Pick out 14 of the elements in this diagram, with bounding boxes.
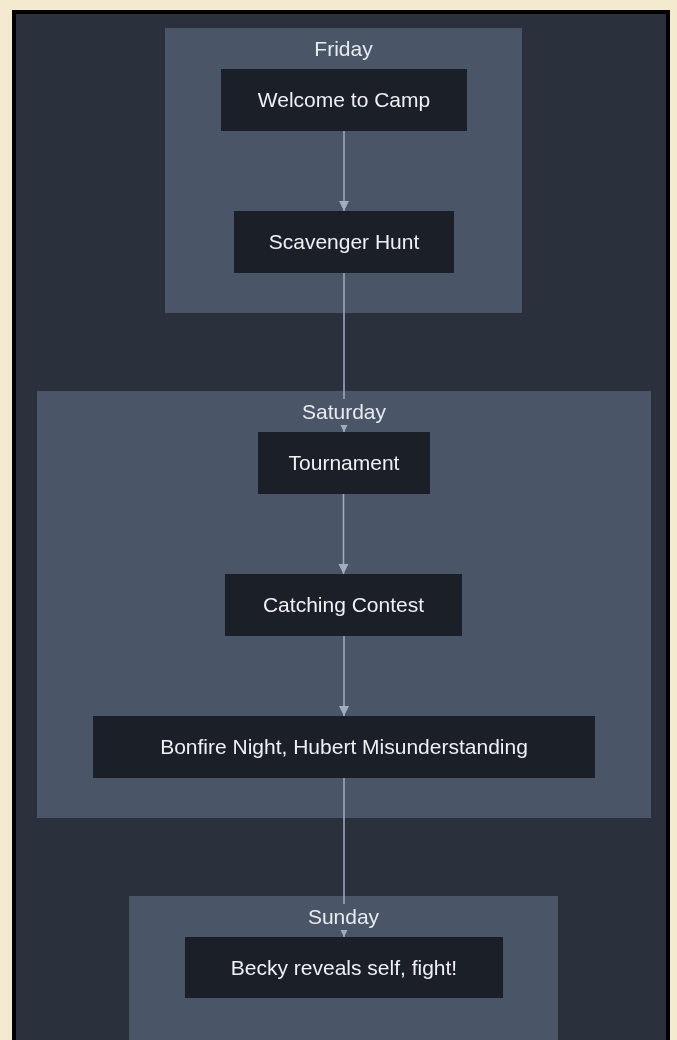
group-panel: [37, 391, 651, 818]
process-box: Bonfire Night, Hubert Misunderstanding: [93, 716, 595, 778]
process-box: Tournament: [258, 432, 430, 494]
process-box: Scavenger Hunt: [234, 211, 454, 273]
process-box: Catching Contest: [225, 574, 462, 636]
arrow: [338, 635, 350, 717]
arrow: [338, 130, 350, 212]
arrow: [338, 493, 349, 575]
group-panel: [165, 28, 522, 313]
process-box: Becky reveals self, fight!: [185, 937, 503, 998]
arrow: [338, 272, 350, 433]
arrow: [338, 777, 350, 938]
process-box: Welcome to Camp: [221, 69, 467, 131]
group-panel: [129, 896, 558, 1040]
